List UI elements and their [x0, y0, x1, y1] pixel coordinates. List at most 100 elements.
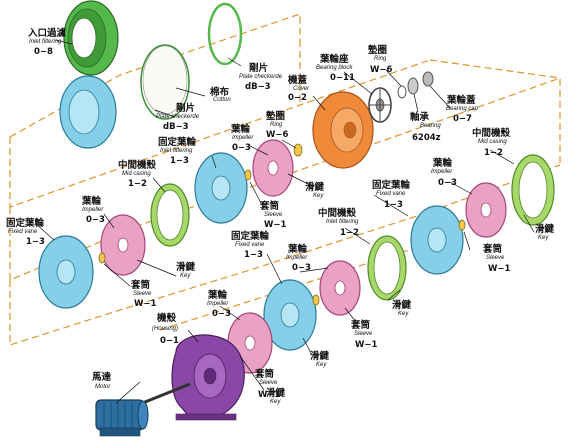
label-code: 0−2	[288, 93, 307, 103]
label-zh: 葉輪座	[319, 53, 349, 65]
label-plate-checkerde-2: 剛片 Plate checkerde dB−3	[156, 102, 200, 132]
label-code: W−1	[355, 340, 377, 350]
fixed-vane-part-4	[263, 279, 317, 351]
plate-checkerde-ring-2	[140, 44, 190, 120]
label-code: W−1	[258, 390, 280, 400]
label-zh: 葉輪	[230, 123, 251, 135]
label-code: dB−3	[163, 122, 189, 132]
label-impeller-5: 葉輪 Impeller 0−3	[207, 289, 231, 319]
label-code: 0−3	[86, 215, 105, 225]
label-fixed-vane-4: 固定葉輪 Fixed vane 1−3	[231, 230, 270, 260]
bearing-block-part	[368, 87, 392, 123]
label-zh: 中間機殼	[318, 207, 357, 219]
filter-housing-part	[59, 75, 117, 149]
label-en: Plate checkerde	[239, 74, 283, 80]
label-en: Key	[313, 193, 324, 199]
label-en: Impeller	[232, 135, 254, 141]
mid-casing-part-1	[150, 183, 190, 247]
label-code: 0−3	[438, 178, 457, 188]
label-en: Impeller	[207, 301, 229, 307]
label-fixed-vane-2: 固定葉輪 Fixed vane 1−3	[6, 217, 45, 247]
label-en: Key	[316, 362, 327, 368]
label-key-6: 滑鍵 Key	[266, 387, 286, 405]
label-zh: 套筒	[350, 319, 371, 331]
ring-part-mid	[293, 143, 303, 157]
mid-casing-part-2	[367, 235, 407, 301]
label-code: 0−3	[292, 263, 311, 273]
label-en: Sleeve	[133, 291, 152, 297]
label-zh: 滑鍵	[392, 299, 412, 311]
label-en: Cover	[293, 86, 310, 92]
label-en: Plate checkerde	[156, 114, 200, 120]
label-ring-mid: 墊圈 Ring W−6	[266, 110, 288, 140]
motor-part	[95, 382, 191, 437]
label-code: 1−2	[128, 179, 147, 189]
label-fixed-vane-1: 固定葉輪 Inlet filtering 1−3	[158, 136, 197, 166]
label-sleeve-2: 套筒 Sleeve W−1	[130, 279, 156, 309]
label-en: Bearing block	[316, 65, 353, 71]
bearing-cap-part	[422, 71, 434, 87]
label-en: Impeller	[286, 255, 308, 261]
impeller-part-3	[465, 182, 507, 238]
label-en: Fixed vane	[376, 191, 406, 197]
fixed-vane-part-2	[38, 235, 94, 309]
label-en: Sleeve	[354, 331, 373, 337]
label-zh: 棉布	[210, 86, 230, 98]
label-zh: 葉輪	[287, 243, 308, 255]
label-en: Inlet filtering	[326, 219, 359, 225]
fixed-vane-part-1	[194, 152, 248, 224]
label-code: W−1	[264, 220, 286, 230]
label-code: 1−3	[244, 250, 263, 260]
label-zh: 滑鍵	[305, 181, 325, 193]
label-code: 6204z	[412, 133, 441, 143]
label-sleeve-5: 套筒 Sleeve W−1	[254, 368, 280, 400]
label-en: Ring	[374, 56, 387, 62]
fixed-vane-part-3	[410, 205, 464, 275]
bearing-part	[407, 77, 419, 95]
label-zh: 滑鍵	[176, 261, 196, 273]
label-en: Inlet filtering	[29, 39, 62, 45]
label-housing: 機殼 (Housing) 0−1	[152, 312, 179, 346]
mid-casing-part-3	[511, 154, 555, 226]
label-cover: 機蓋 Cover 0−2	[288, 74, 310, 103]
label-bearing-block: 葉輪座 Bearing block 0−11	[316, 53, 355, 83]
label-key-1: 滑鍵 Key	[305, 181, 325, 199]
label-code: W−1	[488, 264, 510, 274]
label-code: W−1	[134, 299, 156, 309]
label-code: 1−3	[26, 237, 45, 247]
label-en: Bearing cap	[446, 106, 479, 112]
label-code: dB−3	[245, 82, 271, 92]
label-code: 0−1	[160, 336, 179, 346]
label-zh: 固定葉輪	[6, 217, 45, 229]
label-en: Inlet filtering	[160, 148, 193, 154]
label-zh: 滑鍵	[535, 223, 555, 235]
label-en: Fixed vane	[8, 229, 38, 235]
label-zh: 套筒	[130, 279, 151, 291]
label-zh: 固定葉輪	[372, 179, 411, 191]
label-zh: 入口過濾	[27, 27, 67, 39]
label-en: Fixed vane	[235, 242, 265, 248]
label-zh: 剛片	[176, 102, 195, 114]
label-zh: 滑鍵	[266, 387, 286, 399]
impeller-part-1	[252, 139, 294, 197]
label-zh: 固定葉輪	[231, 230, 270, 242]
label-sleeve-3: 套筒 Sleeve W−1	[482, 243, 510, 274]
label-en: Key	[398, 311, 409, 317]
label-zh: 葉輪	[207, 289, 228, 301]
label-cotton: 棉布 Cotton	[210, 86, 231, 103]
label-en: Sleeve	[259, 380, 278, 386]
label-en: Key	[180, 273, 191, 279]
label-en: (Housing)	[152, 326, 178, 332]
label-en: Impeller	[82, 207, 104, 213]
label-zh: 葉輪蓋	[446, 94, 476, 106]
label-key-3: 滑鍵 Key	[535, 223, 555, 241]
inlet-filtering-part	[63, 0, 119, 76]
impeller-part-2	[100, 214, 146, 276]
impeller-part-4	[319, 260, 361, 316]
label-en: Sleeve	[264, 212, 283, 218]
label-fixed-vane-3: 固定葉輪 Fixed vane 1−3	[372, 179, 411, 210]
label-sleeve-4: 套筒 Sleeve W−1	[350, 319, 377, 350]
ring-part-top	[397, 85, 407, 99]
label-key-2: 滑鍵 Key	[176, 261, 196, 279]
label-code: 1−3	[170, 156, 189, 166]
